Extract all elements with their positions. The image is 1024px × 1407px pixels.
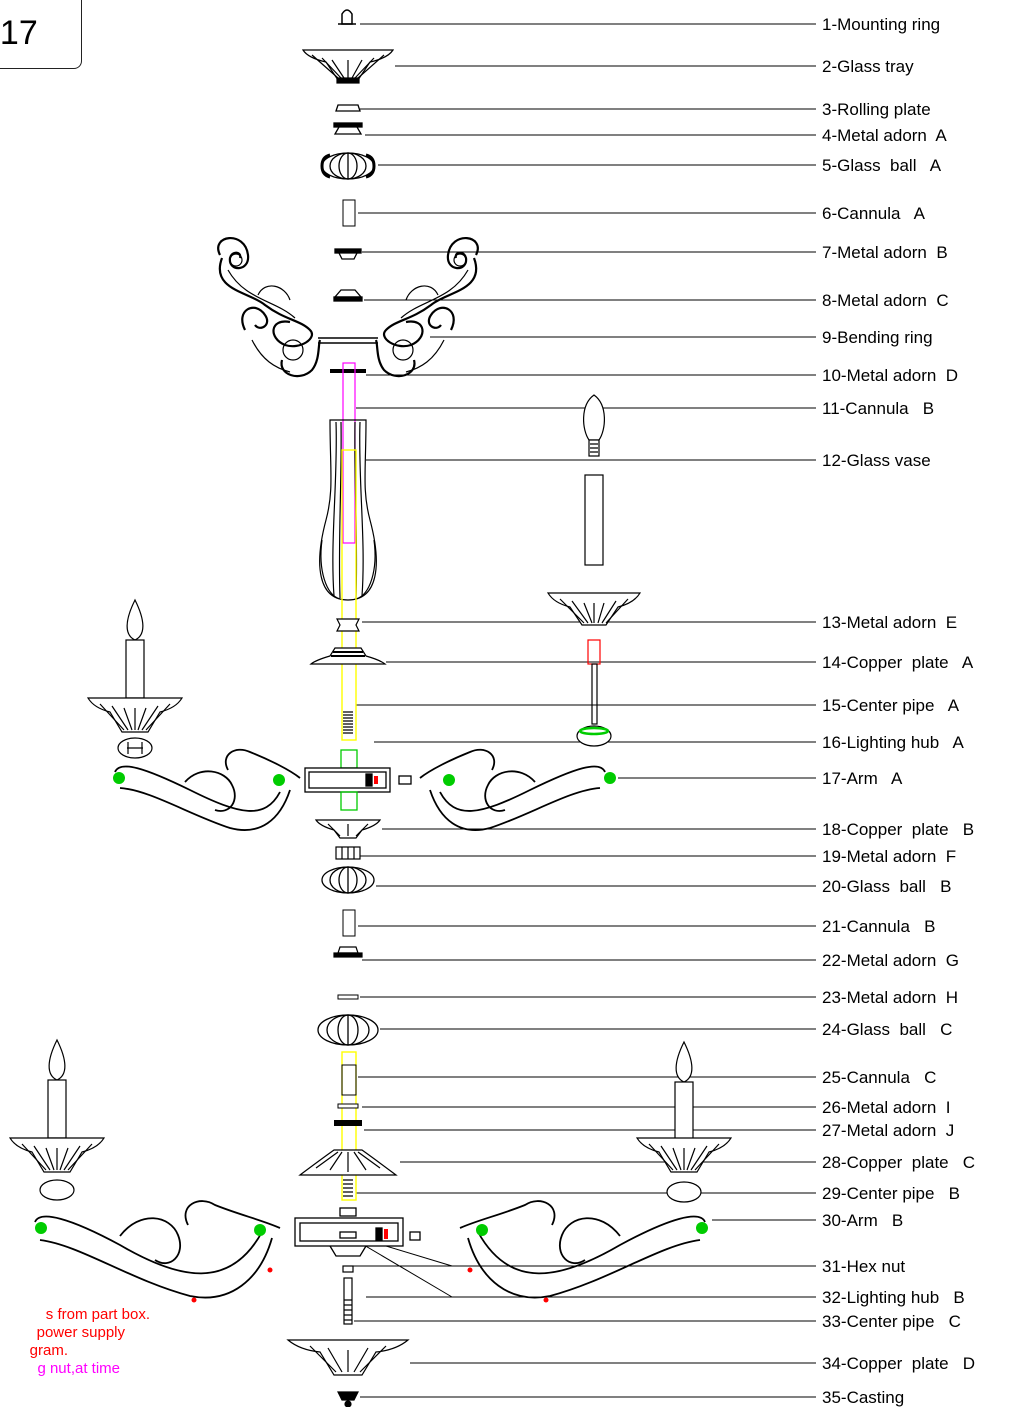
glass-ball-c <box>317 1014 379 1046</box>
lighting-hub-a <box>304 749 412 811</box>
metal-adorn-h <box>337 994 359 1000</box>
glass-ball-a <box>320 152 376 180</box>
note-line: s from part box. <box>45 1306 150 1323</box>
metal-adorn-a <box>333 122 363 135</box>
metal-adorn-e <box>336 618 360 632</box>
leader-lines <box>351 23 816 1398</box>
cannula-b-upper <box>342 362 356 544</box>
part-label: 14-Copper plate A <box>822 653 974 672</box>
part-label: 26-Metal adorn I <box>822 1098 951 1117</box>
part-label: 33-Center pipe C <box>822 1312 961 1331</box>
lighting-hub-b <box>294 1207 421 1257</box>
candle-upper-left <box>86 598 184 759</box>
part-label: 12-Glass vase <box>822 451 931 470</box>
note-line: power supply <box>36 1324 125 1341</box>
part-label: 19-Metal adorn F <box>822 847 956 866</box>
copper-plate-a <box>309 647 387 665</box>
metal-adorn-d <box>330 369 366 373</box>
casting <box>337 1391 359 1407</box>
part-label: 11-Cannula B <box>822 399 934 418</box>
model-number: 017 <box>0 14 38 52</box>
copper-plate-d <box>286 1339 410 1376</box>
part-labels: 1-Mounting ring 2-Glass tray 3-Rolling pla… <box>822 15 975 1407</box>
candle-lower-left <box>8 1038 106 1201</box>
cannula-b-lower <box>342 909 356 937</box>
part-label: 25-Cannula C <box>822 1068 936 1087</box>
part-label: 24-Glass ball C <box>822 1020 952 1039</box>
part-label: 7-Metal adorn B <box>822 243 948 262</box>
arm-a <box>113 748 616 831</box>
part-label: 17-Arm A <box>822 769 903 788</box>
center-pipe-c <box>343 1277 353 1325</box>
part-label: 13-Metal adorn E <box>822 613 957 632</box>
center-pipe-a-thread <box>343 711 353 734</box>
part-label: 8-Metal adorn C <box>822 291 949 310</box>
part-label: 3-Rolling plate <box>822 100 931 119</box>
part-label: 22-Metal adorn G <box>822 951 959 970</box>
part-label: 1-Mounting ring <box>822 15 940 34</box>
hex-nut <box>342 1265 354 1273</box>
copper-plate-b <box>314 819 382 839</box>
note-line: gram. <box>29 1342 68 1359</box>
part-label: 23-Metal adorn H <box>822 988 958 1007</box>
part-label: 9-Bending ring <box>822 328 933 347</box>
center-pipe-a-highlight <box>341 449 357 741</box>
part-label: 34-Copper plate D <box>822 1354 975 1373</box>
metal-adorn-g <box>333 946 363 958</box>
metal-adorn-c <box>333 289 363 302</box>
part-label: 27-Metal adorn J <box>822 1121 954 1140</box>
center-pipe-b-thread <box>343 1179 353 1197</box>
part-label: 32-Lighting hub B <box>822 1288 965 1307</box>
note-line: g nut,at time <box>37 1360 120 1377</box>
part-label: 28-Copper plate C <box>822 1153 975 1172</box>
part-label: 18-Copper plate B <box>822 820 974 839</box>
candle-lower-right <box>635 1040 733 1203</box>
part-label: 15-Center pipe A <box>822 696 960 715</box>
part-label: 21-Cannula B <box>822 917 935 936</box>
metal-adorn-b <box>334 248 362 260</box>
mounting-ring <box>338 9 356 25</box>
bulb-upper-right <box>546 394 642 747</box>
copper-plate-c <box>298 1149 398 1176</box>
metal-adorn-j <box>334 1120 362 1126</box>
part-label: 29-Center pipe B <box>822 1184 960 1203</box>
part-label: 31-Hex nut <box>822 1257 905 1276</box>
part-label: 20-Glass ball B <box>822 877 951 896</box>
part-label: 10-Metal adorn D <box>822 366 958 385</box>
metal-adorn-i <box>337 1103 359 1109</box>
metal-adorn-f <box>335 846 361 860</box>
cannula-a <box>342 199 356 227</box>
part-label: 6-Cannula A <box>822 204 926 223</box>
glass-ball-b <box>321 866 375 894</box>
glass-tray <box>301 49 395 84</box>
arm-b <box>34 1200 708 1303</box>
part-label: 5-Glass ball A <box>822 156 942 175</box>
leader-line-angled <box>351 1237 453 1298</box>
cannula-c <box>341 1064 357 1096</box>
part-label: 35-Casting <box>822 1388 904 1407</box>
rolling-plate <box>335 104 361 112</box>
part-label: 30-Arm B <box>822 1211 903 1230</box>
part-label: 4-Metal adorn A <box>822 126 947 145</box>
part-label: 2-Glass tray <box>822 57 914 76</box>
glass-vase <box>319 419 377 601</box>
bending-ring-scrolls <box>217 237 479 378</box>
model-number-box: 017 <box>0 0 82 69</box>
part-label: 16-Lighting hub A <box>822 733 964 752</box>
